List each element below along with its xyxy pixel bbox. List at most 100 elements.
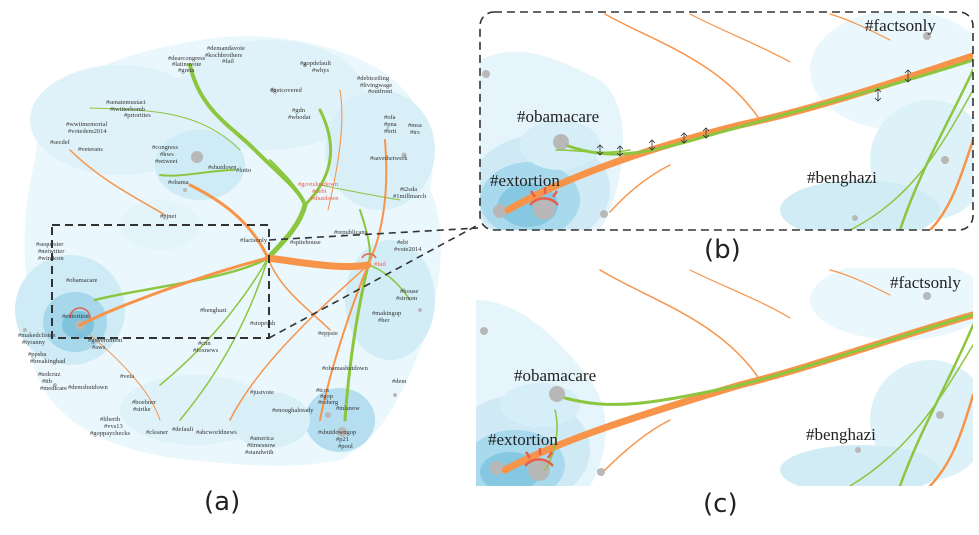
- tag-label: #boehner: [132, 399, 157, 406]
- tag-label: #t2sda: [400, 186, 417, 193]
- panel-a-density-map: [15, 36, 441, 466]
- panel-b: #factsonly #obamacare #benghazi #extorti…: [479, 11, 974, 231]
- tag-label: #livingwage: [360, 82, 392, 89]
- tag-label: #kws: [160, 151, 174, 158]
- panel-b-tag: #obamacare: [517, 107, 599, 126]
- tag-label: #congress: [152, 144, 178, 151]
- tag-label: #cnn: [198, 340, 211, 347]
- tag-label: #win4con: [38, 255, 64, 262]
- tag-label: #wwiimemorial: [66, 121, 107, 128]
- tag-label: #default: [172, 426, 193, 433]
- tag-label: #veta: [120, 373, 134, 380]
- tag-label: #makingup: [372, 310, 401, 317]
- tag-label: #strike: [133, 406, 151, 413]
- tag-label: #fail: [222, 58, 234, 65]
- tag-label-red: #govtshutdown: [298, 181, 339, 188]
- tag-label: #pool: [338, 443, 353, 450]
- tag-label: #dearcongress: [168, 55, 206, 62]
- tag-label: #aws: [92, 344, 106, 351]
- tag-label: #medicare: [40, 385, 67, 392]
- tag-label: #obamacare: [66, 277, 98, 284]
- panel-c-tag: #factsonly: [890, 273, 961, 292]
- tag-label: #obama: [168, 179, 189, 186]
- panel-a-streams: [69, 63, 411, 422]
- tag-label: #savethetwerk: [370, 155, 408, 162]
- panel-c-tag: #obamacare: [514, 366, 596, 385]
- panel-label-c: (c): [703, 489, 738, 519]
- tag-label: #votedem2014: [68, 128, 107, 135]
- tag-label: #liberib: [100, 416, 120, 423]
- panel-c-tag: #benghazi: [806, 425, 876, 444]
- tag-label: #foxnews: [193, 347, 219, 354]
- tag-label: #demandavote: [207, 45, 245, 52]
- panel-b-border: [479, 11, 974, 231]
- tag-label: #whodat: [288, 114, 311, 121]
- zoom-connectors: [268, 224, 479, 339]
- tag-label: #irs: [410, 129, 420, 136]
- tag-label: #sequester: [36, 241, 64, 248]
- tag-label: #netwitter: [38, 248, 65, 255]
- tag-label: #factsonly: [240, 237, 268, 244]
- panel-a-zoom-region: [51, 224, 270, 339]
- tag-label: #shutdowngop: [318, 429, 356, 436]
- tag-label: #outfront: [368, 88, 392, 95]
- tag-label: #benghazi: [200, 307, 227, 314]
- tag-label: #tyranny: [22, 339, 46, 346]
- tag-label: #brtt: [384, 128, 396, 135]
- tag-label: #roberg: [318, 399, 339, 406]
- tag-label: #america: [250, 435, 274, 442]
- tag-label: #enoughalready: [272, 407, 314, 414]
- panel-c-tag: #extortion: [488, 430, 558, 449]
- panel-a-red-markers: [69, 253, 377, 319]
- panel-b-tag: #factsonly: [865, 16, 936, 35]
- panel-label-b: (b): [704, 235, 741, 265]
- tag-label: #justvote: [250, 389, 274, 396]
- tag-label: #vvs13: [104, 423, 123, 430]
- tag-label: #ofa: [384, 114, 396, 121]
- tag-label: #house: [400, 288, 419, 295]
- panel-a: #demandavote #kochbrothers #fail #dearco…: [15, 36, 441, 466]
- tag-label: #retweet: [155, 158, 178, 165]
- panel-c: #factsonly #obamacare #extortion #bengha…: [476, 268, 973, 486]
- tag-label: #timesnow: [247, 442, 276, 449]
- tag-label: #gdn: [292, 107, 306, 114]
- tag-label: #ttb: [42, 378, 52, 385]
- tag-label: #goppaychecks: [90, 430, 131, 437]
- tag-label: #veterans: [78, 146, 103, 153]
- tag-label: #spitehouse: [290, 239, 321, 246]
- panel-a-red-tag-labels: #govtshutdown #debt #shutdown #fail: [298, 181, 386, 268]
- tag-label: #extortion: [62, 313, 89, 320]
- tag-label: #latinovote: [172, 61, 201, 68]
- tag-label: #her: [378, 317, 390, 324]
- tag-label: #abcworldnews: [196, 429, 237, 436]
- tag-label: #1millmarch: [393, 193, 427, 200]
- tag-label: #debtceiling: [357, 75, 390, 82]
- tag-label: #priorities: [124, 112, 151, 119]
- tag-label: #p21: [336, 436, 349, 443]
- tag-label: #standwith: [245, 449, 274, 456]
- tag-label: #twitterbomb: [110, 106, 145, 113]
- tag-label-red: #debt: [312, 188, 327, 195]
- tag-label: #whys: [312, 67, 329, 74]
- tag-label: #shutdown: [208, 164, 237, 171]
- tag-label-red: #shutdown: [310, 195, 339, 202]
- tag-label: #vote2014: [394, 246, 422, 253]
- tag-label: #greta: [178, 67, 194, 74]
- tag-label: #cleaner: [146, 429, 169, 436]
- panel-a-tag-labels: #demandavote #kochbrothers #fail #dearco…: [18, 45, 427, 456]
- tag-label: #pjnet: [160, 213, 176, 220]
- panel-b-tag: #extortion: [490, 171, 560, 190]
- tag-label: #tcot: [316, 387, 329, 394]
- panel-label-a: (a): [204, 487, 240, 517]
- tag-label: #eppsie: [318, 330, 338, 337]
- tag-label: #senatemustact: [106, 99, 146, 106]
- tag-label: #tedcruz: [38, 371, 60, 378]
- tag-label: #obamashutdown: [322, 365, 369, 372]
- tag-label: #gopdefault: [300, 60, 331, 67]
- tag-label: #pna: [384, 121, 397, 128]
- tag-label-red: #fail: [374, 261, 386, 268]
- tag-label: #gop: [320, 393, 333, 400]
- tag-label: #secdef: [50, 139, 71, 146]
- panel-b-tag: #benghazi: [807, 168, 877, 187]
